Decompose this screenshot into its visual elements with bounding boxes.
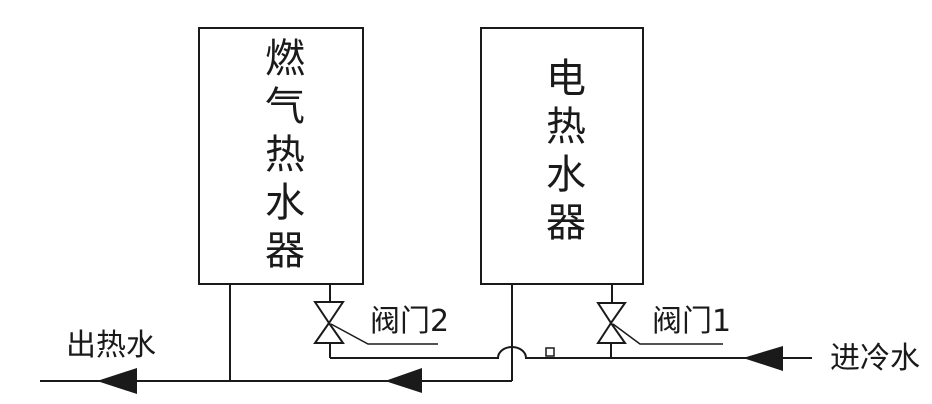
valve2-symbol-top xyxy=(313,301,345,325)
valve2-symbol-bottom xyxy=(313,321,345,344)
electric-heater-label: 电热水器 xyxy=(539,57,585,249)
valve1-label: 阀门1 xyxy=(652,304,732,339)
gas-heater-box: 燃气热水器 xyxy=(198,27,364,285)
valve1-symbol-bottom xyxy=(596,321,627,344)
cold-water-in-label: 进冷水 xyxy=(830,341,920,376)
valve2-label-leader xyxy=(330,323,438,345)
electric-heater-box: 电热水器 xyxy=(480,27,644,285)
hot-out-flow-arrow-mid xyxy=(385,368,422,393)
valve2-label: 阀门2 xyxy=(370,304,450,339)
valve1-symbol-top xyxy=(596,302,627,325)
hot-out-flow-arrow-left xyxy=(97,368,137,394)
pipe-junction-square xyxy=(545,347,555,357)
gas-heater-label: 燃气热水器 xyxy=(258,37,304,277)
cold-water-in-pipe xyxy=(330,346,812,359)
cold-in-flow-arrow xyxy=(743,346,783,371)
hot-water-out-label: 出热水 xyxy=(66,328,156,363)
valve1-label-leader xyxy=(612,323,723,345)
